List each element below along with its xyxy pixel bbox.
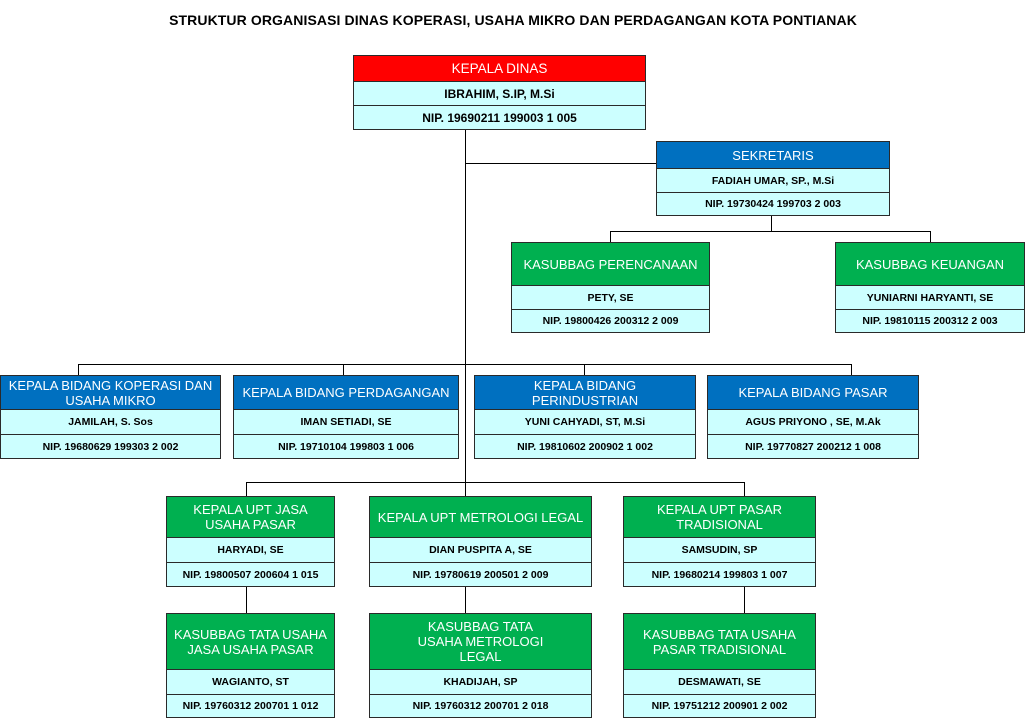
kepala-dinas-name: IBRAHIM, S.IP, M.Si <box>354 82 645 106</box>
sekretaris-title: SEKRETARIS <box>657 142 889 169</box>
tu-metrologi-legal-name: KHADIJAH, SP <box>370 670 591 695</box>
kasubbag-keuangan-title: KASUBBAG KEUANGAN <box>836 243 1024 286</box>
tu-metrologi-legal-nip: NIP. 19760312 200701 2 018 <box>412 700 549 712</box>
chart-title: STRUKTUR ORGANISASI DINAS KOPERASI, USAH… <box>169 12 857 28</box>
tu-jasa-usaha-pasar-name: WAGIANTO, ST <box>167 670 334 695</box>
tu-jasa-usaha-pasar-title: KASUBBAG TATA USAHA JASA USAHA PASAR <box>167 614 334 670</box>
bidang-koperasi-box: KEPALA BIDANG KOPERASI DAN USAHA MIKRO J… <box>0 375 221 459</box>
upt-pasar-tradisional-name: SAMSUDIN, SP <box>624 538 815 563</box>
upt-pasar-tradisional-title: KEPALA UPT PASAR TRADISIONAL <box>624 497 815 538</box>
upt-pasar-tradisional-box: KEPALA UPT PASAR TRADISIONAL SAMSUDIN, S… <box>623 496 816 587</box>
tu-pasar-tradisional-box: KASUBBAG TATA USAHA PASAR TRADISIONAL DE… <box>623 613 816 718</box>
sekretaris-box: SEKRETARIS FADIAH UMAR, SP., M.Si NIP. 1… <box>656 141 890 216</box>
kasubbag-perencanaan-title: KASUBBAG PERENCANAAN <box>512 243 709 286</box>
bidang-perdagangan-nip: NIP. 19710104 199803 1 006 <box>278 440 414 453</box>
bidang-perindustrian-nip: NIP. 19810602 200902 1 002 <box>517 440 653 453</box>
bidang-perindustrian-box: KEPALA BIDANG PERINDUSTRIAN YUNI CAHYADI… <box>474 375 696 459</box>
bidang-pasar-name: AGUS PRIYONO , SE, M.Ak <box>708 410 918 435</box>
bidang-koperasi-name: JAMILAH, S. Sos <box>1 410 220 435</box>
kasubbag-keuangan-nip: NIP. 19810115 200312 2 003 <box>862 315 998 327</box>
kepala-dinas-nip: NIP. 19690211 199003 1 005 <box>422 110 577 125</box>
upt-metrologi-legal-box: KEPALA UPT METROLOGI LEGAL DIAN PUSPITA … <box>369 496 592 587</box>
tu-metrologi-legal-box: KASUBBAG TATA USAHA METROLOGI LEGAL KHAD… <box>369 613 592 718</box>
kasubbag-keuangan-box: KASUBBAG KEUANGAN YUNIARNI HARYANTI, SE … <box>835 242 1025 333</box>
bidang-pasar-nip: NIP. 19770827 200212 1 008 <box>745 440 881 453</box>
bidang-perdagangan-box: KEPALA BIDANG PERDAGANGAN IMAN SETIADI, … <box>233 375 459 459</box>
upt-pasar-tradisional-nip: NIP. 19680214 199803 1 007 <box>651 568 788 581</box>
upt-metrologi-legal-nip: NIP. 19780619 200501 2 009 <box>412 568 549 581</box>
sekretaris-nip: NIP. 19730424 199703 2 003 <box>705 198 841 210</box>
upt-metrologi-legal-name: DIAN PUSPITA A, SE <box>370 538 591 563</box>
bidang-perindustrian-name: YUNI CAHYADI, ST, M.Si <box>475 410 695 435</box>
tu-metrologi-legal-title: KASUBBAG TATA USAHA METROLOGI LEGAL <box>370 614 591 670</box>
tu-pasar-tradisional-name: DESMAWATI, SE <box>624 670 815 695</box>
bidang-pasar-title: KEPALA BIDANG PASAR <box>708 376 918 410</box>
kepala-dinas-box: KEPALA DINAS IBRAHIM, S.IP, M.Si NIP. 19… <box>353 55 646 130</box>
bidang-perdagangan-title: KEPALA BIDANG PERDAGANGAN <box>234 376 458 410</box>
upt-jasa-usaha-pasar-nip: NIP. 19800507 200604 1 015 <box>182 568 319 581</box>
tu-pasar-tradisional-nip: NIP. 19751212 200901 2 002 <box>651 700 788 712</box>
bidang-koperasi-nip: NIP. 19680629 199303 2 002 <box>42 440 179 453</box>
upt-metrologi-legal-title: KEPALA UPT METROLOGI LEGAL <box>370 497 591 538</box>
bidang-koperasi-title: KEPALA BIDANG KOPERASI DAN USAHA MIKRO <box>1 376 220 410</box>
upt-jasa-usaha-pasar-title: KEPALA UPT JASA USAHA PASAR <box>167 497 334 538</box>
bidang-pasar-box: KEPALA BIDANG PASAR AGUS PRIYONO , SE, M… <box>707 375 919 459</box>
kepala-dinas-title: KEPALA DINAS <box>354 56 645 82</box>
kasubbag-perencanaan-nip: NIP. 19800426 200312 2 009 <box>542 315 679 327</box>
upt-jasa-usaha-pasar-name: HARYADI, SE <box>167 538 334 563</box>
bidang-perindustrian-title: KEPALA BIDANG PERINDUSTRIAN <box>475 376 695 410</box>
kasubbag-keuangan-name: YUNIARNI HARYANTI, SE <box>836 286 1024 310</box>
tu-pasar-tradisional-title: KASUBBAG TATA USAHA PASAR TRADISIONAL <box>624 614 815 670</box>
tu-jasa-usaha-pasar-nip: NIP. 19760312 200701 1 012 <box>182 700 319 712</box>
bidang-perdagangan-name: IMAN SETIADI, SE <box>234 410 458 435</box>
upt-jasa-usaha-pasar-box: KEPALA UPT JASA USAHA PASAR HARYADI, SE … <box>166 496 335 587</box>
sekretaris-name: FADIAH UMAR, SP., M.Si <box>657 169 889 193</box>
kasubbag-perencanaan-name: PETY, SE <box>512 286 709 310</box>
kasubbag-perencanaan-box: KASUBBAG PERENCANAAN PETY, SE NIP. 19800… <box>511 242 710 333</box>
tu-jasa-usaha-pasar-box: KASUBBAG TATA USAHA JASA USAHA PASAR WAG… <box>166 613 335 718</box>
